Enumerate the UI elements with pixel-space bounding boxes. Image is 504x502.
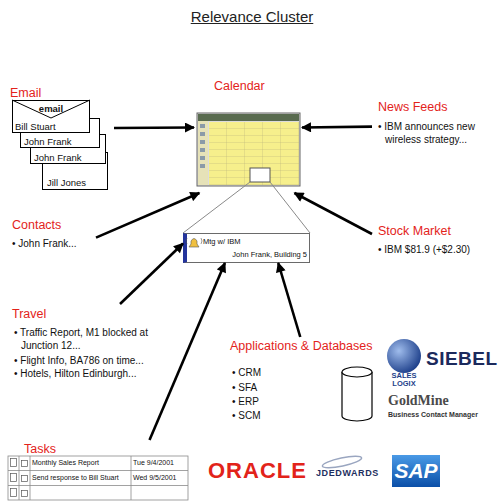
flow-arrow — [294, 193, 372, 234]
table-cell: Send response to Bill Stuart — [32, 472, 119, 484]
logo-text: JDEDWARDS — [316, 468, 379, 479]
bullet-item: • SFA — [232, 381, 299, 394]
task-table-grid — [8, 456, 188, 500]
bullet-item: • Traffic Report, M1 blocked at Junction… — [14, 326, 173, 352]
calendar-illustration — [197, 113, 300, 186]
stock-group: Stock Market• IBM $81.9 (+$2.30) — [372, 222, 498, 262]
group-heading: News Feeds — [378, 100, 447, 114]
flow-arrow — [150, 263, 225, 440]
saleslogix-logo — [387, 339, 421, 373]
table-cell: Tue 9/4/2001 — [133, 457, 174, 469]
database-cylinder — [342, 367, 372, 421]
flow-arrow — [114, 126, 194, 129]
calendar-group: Calendar — [194, 76, 302, 193]
sender-name: John Frank — [34, 152, 82, 163]
sender-name: John Frank — [24, 136, 72, 147]
bullet-item: • CRM — [232, 366, 299, 379]
bullet-item: • Hotels, Hilton Edinburgh... — [14, 367, 173, 380]
zoom-lines — [183, 182, 310, 233]
group-heading: Stock Market — [378, 224, 451, 238]
meeting-title: Mtg w/ IBM — [203, 237, 241, 247]
group-heading: Applications & Databases — [230, 339, 372, 353]
logo-tagline: Business Contact Manager — [388, 411, 478, 419]
sender-name: Bill Stuart — [15, 121, 56, 132]
logo-text: SIEBEL — [426, 348, 498, 370]
envelope: emailBill Stuart — [12, 100, 90, 133]
group-heading: Contacts — [12, 218, 61, 232]
bullet-item: • IBM announces new wireless strategy... — [378, 120, 503, 146]
diagram-title: Relevance Cluster — [0, 8, 504, 26]
meeting-detail: John Frank, Building 5 — [205, 250, 307, 260]
group-heading: Travel — [12, 307, 46, 321]
table-cell: Wed 9/5/2001 — [133, 472, 176, 484]
logo-text: ORACLE — [208, 458, 307, 484]
task-icons — [11, 459, 28, 497]
envelope-flap-label: email — [13, 103, 89, 114]
travel-group: Travel• Traffic Report, M1 blocked at Ju… — [8, 304, 168, 386]
flow-arrow — [96, 193, 199, 238]
flow-arrow — [278, 263, 300, 337]
logo-text: SALES LOGIX — [386, 372, 422, 388]
email-group: EmailemailBill StuartJohn FrankJohn Fran… — [6, 84, 114, 194]
group-heading: Email — [10, 86, 41, 100]
tasks-group: TasksMonthly Sales Report Tue 9/4/2001Sen… — [6, 440, 190, 500]
table-cell: Monthly Sales Report — [32, 457, 99, 469]
bullet-item: • ERP — [232, 395, 299, 408]
logo-text: SAP — [392, 455, 440, 487]
bullet-item: • IBM $81.9 (+$2.30) — [378, 243, 503, 256]
jdedwards-logo — [322, 454, 363, 470]
flow-arrow — [120, 244, 183, 305]
logo-text: GoldMine — [388, 393, 449, 409]
group-heading: Calendar — [214, 79, 265, 93]
group-heading: Tasks — [24, 442, 56, 456]
bullet-item: • John Frank... — [12, 237, 103, 250]
sender-name: Jill Jones — [47, 177, 86, 188]
news-group: News Feeds • IBM announces new wireless s… — [372, 98, 500, 150]
bullet-item: • Flight Info, BA786 on time... — [14, 354, 173, 367]
meeting-callout: Mtg w/ IBM John Frank, Building 5 — [183, 233, 310, 263]
bullet-item: • SCM — [232, 409, 299, 422]
applications-group: Applications & Databases • CRM • SFA• ERP•… — [226, 337, 391, 427]
contacts-group: Contacts• John Frank... — [8, 216, 96, 252]
flow-arrow — [302, 125, 372, 128]
